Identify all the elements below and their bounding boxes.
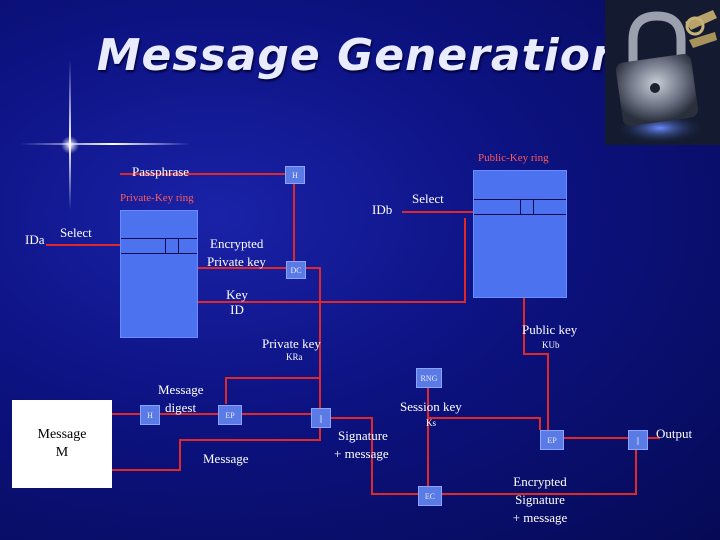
signature-message-label-2: + message — [334, 446, 389, 461]
lens-flare-horizontal — [20, 143, 190, 145]
message-box-label-2: M — [55, 445, 69, 460]
public-key-label: Public key — [522, 322, 578, 337]
kra-label: KRa — [286, 352, 303, 362]
ks-label: Ks — [426, 418, 437, 428]
concat-box-middle: || — [311, 408, 331, 428]
encrypted-signature-label-2: Signature — [515, 492, 565, 507]
private-key-ring-label: Private-Key ring — [120, 192, 194, 204]
output-label: Output — [656, 426, 693, 441]
private-key-ring-box — [120, 210, 198, 338]
private-key-label: Private key — [262, 336, 321, 351]
encrypt-ep-key-box: EP — [540, 430, 564, 450]
concat-box-output: || — [628, 430, 648, 450]
public-key-ring-box — [473, 170, 567, 298]
message-box-label-1: Message — [37, 427, 87, 442]
session-key-label: Session key — [400, 399, 462, 414]
public-key-ring-label: Public-Key ring — [478, 152, 549, 164]
encrypted-private-key-label-1: Encrypted — [210, 236, 264, 251]
hash-function-top: H — [285, 166, 305, 184]
message-m-box: Message M — [12, 400, 112, 488]
rng-box: RNG — [416, 368, 442, 388]
encrypt-ec-box: EC — [418, 486, 442, 506]
key-id-label-2: ID — [230, 302, 244, 317]
hash-function-left: H — [140, 405, 160, 425]
ida-label: IDa — [25, 232, 45, 247]
idb-label: IDb — [372, 202, 393, 217]
message-digest-label-2: digest — [165, 400, 197, 415]
page-title: Message Generation — [96, 30, 624, 81]
message-digest-label-1: Message — [158, 382, 204, 397]
encrypted-signature-label-1: Encrypted — [513, 474, 567, 489]
signature-message-label-1: Signature — [338, 428, 388, 443]
kub-label: KUb — [542, 340, 560, 350]
passphrase-label: Passphrase — [132, 164, 190, 179]
decrypt-dc-box: DC — [286, 261, 306, 279]
encrypted-signature-label-3: + message — [512, 510, 568, 525]
message-label: Message — [203, 451, 249, 466]
encrypted-private-key-label-2: Private key — [207, 254, 266, 269]
public-key-ring-row — [474, 199, 566, 215]
key-id-label-1: Key — [226, 287, 248, 302]
encrypt-ep-sign-box: EP — [218, 405, 242, 425]
padlock-image — [605, 0, 720, 145]
private-key-ring-row — [121, 238, 197, 254]
select-left-label: Select — [60, 225, 92, 240]
lens-flare-vertical — [69, 60, 71, 210]
select-right-label: Select — [412, 191, 444, 206]
lens-flare-center — [61, 136, 79, 154]
